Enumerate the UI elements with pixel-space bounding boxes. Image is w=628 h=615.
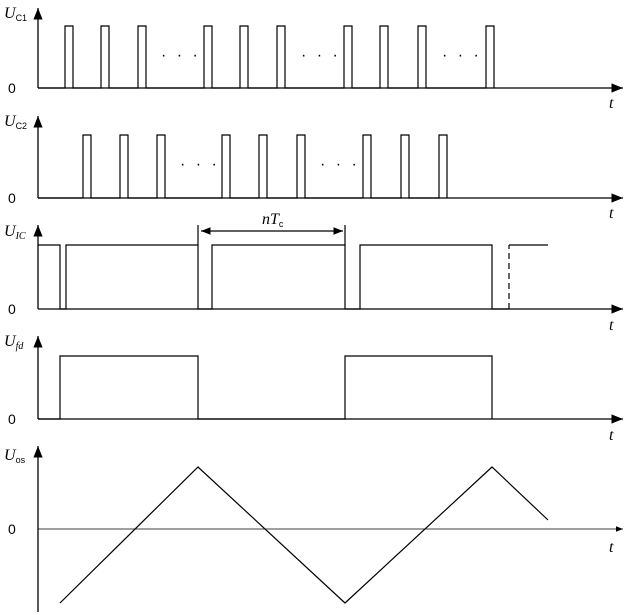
uic-zero-label: 0: [8, 301, 16, 317]
panel-uc2: · · · · · · UC2 0 t: [4, 113, 623, 222]
ufd-zero-label: 0: [8, 411, 16, 427]
uic-t-label: t: [609, 317, 614, 334]
panel-uic: nTc UIC 0 t: [4, 211, 623, 334]
ufd-t-label: t: [609, 427, 614, 444]
uc2-t-label: t: [609, 205, 614, 222]
uc1-pulse-train: [38, 25, 495, 89]
uc1-t-label: t: [609, 95, 614, 112]
uc1-zero-label: 0: [8, 80, 16, 96]
panel-uc1: · · · · · · · · · UC1 0 t: [4, 5, 623, 112]
uos-y-label: Uos: [4, 447, 26, 465]
uic-waveform: [38, 244, 509, 310]
uc2-ellipsis-2: · · ·: [320, 156, 360, 173]
ufd-waveform: [38, 355, 493, 420]
panel-uos: Uos 0 t: [4, 446, 623, 612]
uos-t-label: t: [609, 539, 614, 556]
uc2-zero-label: 0: [8, 190, 16, 206]
uc2-pulse-train: [38, 134, 448, 199]
uc2-ellipsis-1: · · ·: [180, 156, 220, 173]
uos-zero-label: 0: [8, 521, 16, 537]
uic-y-label: UIC: [4, 223, 26, 242]
uc1-ellipsis-2: · · ·: [301, 47, 341, 64]
period-label: nTc: [262, 211, 284, 229]
panel-ufd: Ufd 0 t: [4, 333, 623, 444]
uc1-ellipsis-3: · · ·: [442, 47, 482, 64]
uc1-ellipsis-1: · · ·: [161, 47, 201, 64]
ufd-y-label: Ufd: [4, 333, 24, 352]
uc1-y-label: UC1: [4, 5, 27, 23]
uc2-y-label: UC2: [4, 113, 27, 131]
uos-triangle-wave: [59, 466, 549, 604]
